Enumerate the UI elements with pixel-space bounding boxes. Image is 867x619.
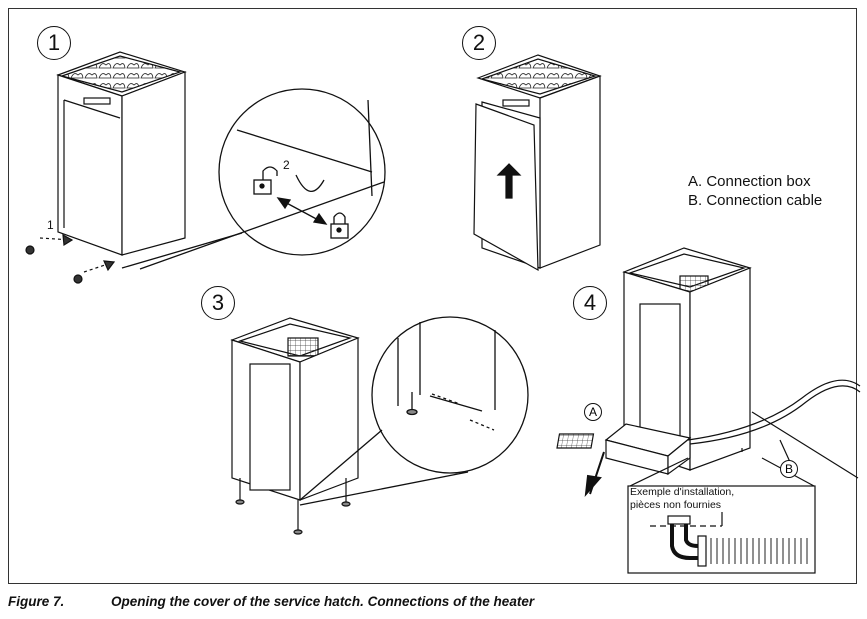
connection-cable xyxy=(687,379,861,479)
connection-box-marker: A xyxy=(584,403,602,421)
legend-connection-cable: B. Connection cable xyxy=(688,192,823,209)
magnifier-1 xyxy=(121,88,386,270)
legend-connection-box: A. Connection box xyxy=(688,173,811,190)
locked-icon xyxy=(330,212,349,239)
legend: A. Connection box B. Connection cable xyxy=(688,172,822,210)
connection-cable-marker: B xyxy=(780,460,798,478)
figure-frame xyxy=(8,8,857,584)
pull-arrow xyxy=(584,451,605,498)
step-1-marker: 1 xyxy=(37,26,71,60)
screws-panel-1 xyxy=(25,233,116,284)
magnifier-2 xyxy=(299,316,529,506)
figure-number: Figure 7. xyxy=(8,594,65,609)
heater-panel-2 xyxy=(473,54,602,272)
lock-callout: 2 xyxy=(283,158,290,172)
step-4-marker: 4 xyxy=(573,286,607,320)
connection-cable-letter: B xyxy=(784,462,793,476)
step-3-marker: 3 xyxy=(201,286,235,320)
heater-panel-3 xyxy=(230,317,360,535)
figure-caption-text: Opening the cover of the service hatch. … xyxy=(111,594,535,609)
step-4-label: 4 xyxy=(583,290,597,315)
connection-box-letter: A xyxy=(588,405,597,419)
inset-note-line-2: pièces non fournies xyxy=(630,499,722,511)
inset-note-line-1: Exemple d'installation, xyxy=(630,486,735,498)
heater-panel-4 xyxy=(622,247,752,471)
step-2-marker: 2 xyxy=(462,26,496,60)
heater-panel-1 xyxy=(56,51,187,256)
figure-caption: Figure 7. Opening the cover of the servic… xyxy=(8,594,534,609)
inset-note: Exemple d'installation, pièces non fourn… xyxy=(630,486,734,512)
installation-inset xyxy=(627,457,816,574)
screw-callout: 1 xyxy=(47,218,54,232)
unlocked-icon xyxy=(253,166,278,195)
step-1-label: 1 xyxy=(47,30,61,55)
step-3-label: 3 xyxy=(211,290,225,315)
step-2-label: 2 xyxy=(472,30,486,55)
